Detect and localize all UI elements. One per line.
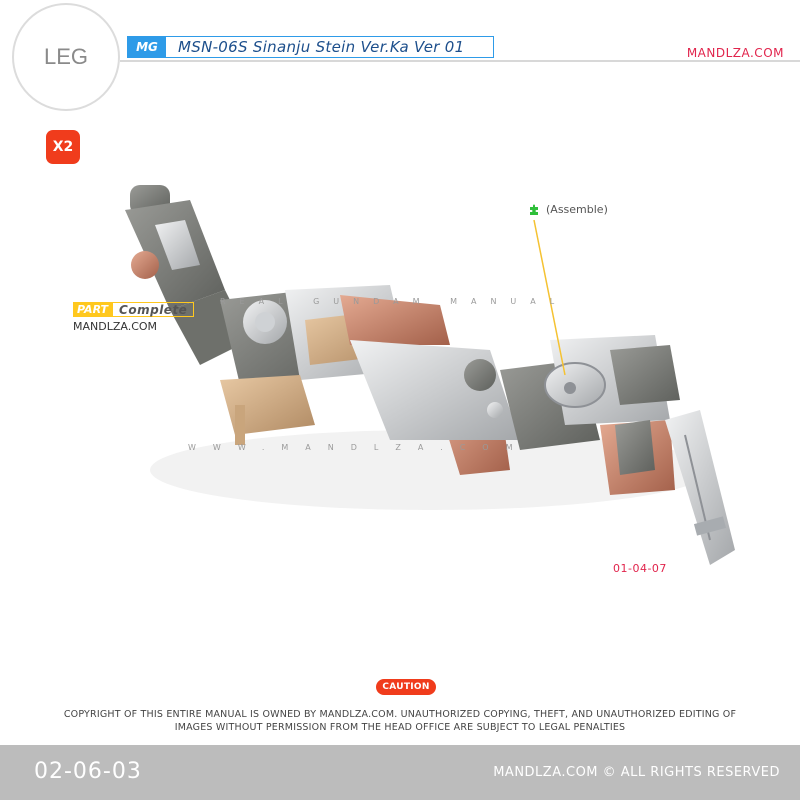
- quantity-badge: X2: [46, 130, 80, 164]
- copyright-line-2: IMAGES WITHOUT PERMISSION FROM THE HEAD …: [174, 722, 626, 733]
- section-circle: LEG: [12, 3, 120, 111]
- page-number: 02-06-03: [34, 759, 142, 784]
- part-complete-callout: PART Complete MANDLZA.COM: [73, 302, 195, 333]
- section-label: LEG: [43, 44, 89, 69]
- watermark-top: REAL GUNDAM MANUAL: [220, 297, 569, 306]
- assemble-label: (Assemble): [546, 203, 608, 216]
- model-title-box: MG MSN-06S Sinanju Stein Ver.Ka Ver 01: [127, 36, 494, 58]
- footer-bar: 02-06-03 MANDLZA.COM © ALL RIGHTS RESERV…: [0, 745, 800, 800]
- assemble-callout: (Assemble): [528, 203, 608, 216]
- copyright-line-1: COPYRIGHT OF THIS ENTIRE MANUAL IS OWNED…: [63, 709, 737, 720]
- leg-part-photo: [125, 185, 735, 565]
- brand-link[interactable]: MANDLZA.COM: [686, 46, 784, 60]
- part-reference-code: 01-04-07: [613, 562, 667, 575]
- grade-tag: MG: [128, 37, 166, 57]
- puzzle-icon: [530, 204, 538, 215]
- caution-badge: CAUTION: [376, 679, 436, 695]
- part-tag: PART: [73, 302, 113, 317]
- part-complete-label: Complete: [112, 302, 195, 317]
- header-divider: [120, 60, 800, 62]
- copyright-notice: COPYRIGHT OF THIS ENTIRE MANUAL IS OWNED…: [20, 708, 780, 734]
- footer-rights: MANDLZA.COM © ALL RIGHTS RESERVED: [493, 765, 780, 780]
- model-title: MSN-06S Sinanju Stein Ver.Ka Ver 01: [178, 38, 465, 56]
- part-url: MANDLZA.COM: [73, 320, 158, 333]
- watermark-bottom: WWW.MANDLZA.COM: [188, 443, 530, 452]
